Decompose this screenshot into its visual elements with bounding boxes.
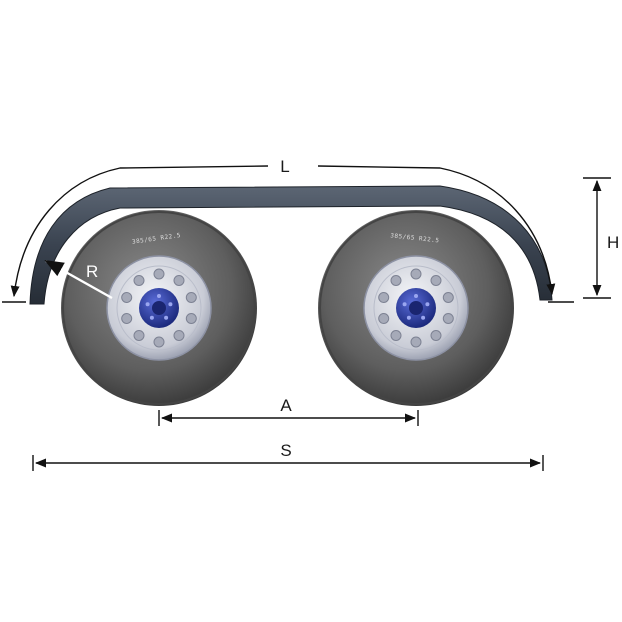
hub-bolt [402, 302, 407, 307]
length-dimension: L [2, 157, 574, 303]
lug-nut [121, 313, 133, 324]
right-wheel: 385/65 R22.5 [318, 210, 514, 406]
lug-nut [430, 275, 442, 286]
hub-bolt [145, 302, 150, 307]
axle-spacing-dimension: A [158, 396, 419, 426]
radius-label: R [86, 262, 98, 281]
lug-nut [442, 292, 454, 303]
height-dimension: H [583, 177, 619, 299]
hub-bolt [414, 294, 418, 298]
lug-nut [390, 275, 402, 286]
lug-nut [153, 268, 165, 280]
lug-nut [378, 313, 390, 324]
axle-spacing-label: A [280, 396, 292, 415]
hub-bolt [406, 315, 411, 320]
overall-span-dimension: S [32, 441, 544, 471]
lug-nut [410, 268, 422, 280]
hub-bolt [425, 302, 430, 307]
hub-bolt [421, 315, 426, 320]
lug-nut [185, 313, 197, 324]
lug-nut [133, 275, 145, 286]
lug-nut [185, 292, 197, 303]
hub-bolt [157, 294, 161, 298]
lug-nut [378, 292, 390, 303]
right-wheel-studs [378, 268, 454, 348]
lug-nut [173, 275, 185, 286]
left-wheel-studs [121, 268, 197, 348]
lug-nut [133, 330, 145, 341]
overall-span-label: S [280, 441, 291, 460]
hub-bolt [149, 315, 154, 320]
radius-dimension: R [44, 259, 113, 300]
height-label: H [607, 233, 619, 252]
fender [29, 185, 553, 305]
lug-nut [173, 330, 185, 341]
lug-nut [390, 330, 402, 341]
hub-bolt [168, 302, 173, 307]
lug-nut [442, 313, 454, 324]
length-label: L [280, 157, 289, 176]
left-wheel: 385/65 R22.5 [61, 210, 257, 406]
lug-nut [430, 330, 442, 341]
lug-nut [121, 292, 133, 303]
hub-bolt [164, 315, 169, 320]
lug-nut [153, 336, 165, 348]
lug-nut [410, 336, 422, 348]
